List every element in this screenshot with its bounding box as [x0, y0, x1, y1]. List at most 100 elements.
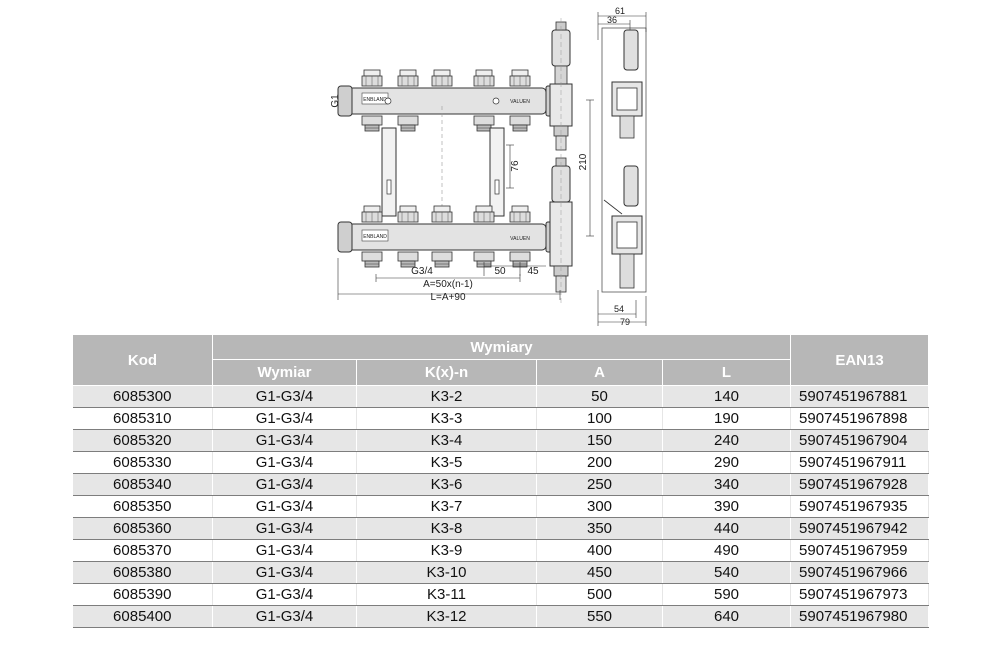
cell-ean: 5907451967881: [790, 385, 930, 408]
lower-manifold-bar: ENBLAND VALUEN: [337, 205, 557, 268]
mounting-brackets: [381, 106, 505, 222]
table-row: 6085310 G1-G3/4 K3-3 100 190 59074519678…: [72, 407, 930, 430]
cell-kxn: K3-5: [356, 451, 537, 474]
cell-kxn: K3-12: [356, 605, 537, 628]
dim-label-76: 76: [510, 160, 521, 172]
cell-kod: 6085390: [72, 583, 213, 606]
cell-kod: 6085310: [72, 407, 213, 430]
table-row: 6085350 G1-G3/4 K3-7 300 390 59074519679…: [72, 495, 930, 518]
dim-label-g1: G1: [330, 94, 341, 108]
cell-a: 250: [536, 473, 663, 496]
cell-wymiar: G1-G3/4: [212, 473, 357, 496]
cell-ean: 5907451967935: [790, 495, 930, 518]
brand-mark: ENBLAND: [363, 97, 387, 103]
cell-ean: 5907451967966: [790, 561, 930, 584]
cell-l: 540: [662, 561, 792, 584]
table-row: 6085340 G1-G3/4 K3-6 250 340 59074519679…: [72, 473, 930, 496]
cell-wymiar: G1-G3/4: [212, 605, 357, 628]
cell-kxn: K3-2: [356, 385, 537, 408]
cell-l: 390: [662, 495, 792, 518]
cell-kxn: K3-3: [356, 407, 537, 430]
cell-kod: 6085320: [72, 429, 213, 452]
cell-kod: 6085330: [72, 451, 213, 474]
cell-ean: 5907451967959: [790, 539, 930, 562]
cell-ean: 5907451967980: [790, 605, 930, 628]
dim-label-61: 61: [615, 6, 625, 16]
dim-label-36: 36: [607, 15, 617, 25]
cell-kxn: K3-10: [356, 561, 537, 584]
cell-l: 440: [662, 517, 792, 540]
cell-l: 290: [662, 451, 792, 474]
table-row: 6085390 G1-G3/4 K3-11 500 590 5907451967…: [72, 583, 930, 606]
specification-table: Kod Wymiary EAN13 Wymiar K(x)-n A L 6085…: [72, 334, 930, 628]
dim-label-50: 50: [494, 266, 506, 277]
cell-a: 150: [536, 429, 663, 452]
cell-a: 200: [536, 451, 663, 474]
vertical-header-front: [549, 18, 573, 305]
dim-label-g34: G3/4: [411, 266, 433, 277]
cell-l: 140: [662, 385, 792, 408]
cell-a: 100: [536, 407, 663, 430]
header-kod: Kod: [72, 334, 213, 386]
header-a: A: [536, 359, 663, 386]
table-row: 6085330 G1-G3/4 K3-5 200 290 59074519679…: [72, 451, 930, 474]
upper-manifold-bar: ENBLAND VALUEN: [337, 69, 557, 132]
cell-a: 500: [536, 583, 663, 606]
header-kxn: K(x)-n: [356, 359, 537, 386]
header-ean13: EAN13: [790, 334, 930, 386]
cell-a: 350: [536, 517, 663, 540]
cell-ean: 5907451967928: [790, 473, 930, 496]
cell-l: 590: [662, 583, 792, 606]
cell-wymiar: G1-G3/4: [212, 517, 357, 540]
cell-a: 300: [536, 495, 663, 518]
cell-wymiar: G1-G3/4: [212, 451, 357, 474]
brand-mark: ENBLAND: [363, 234, 387, 240]
cell-kxn: K3-7: [356, 495, 537, 518]
cell-ean: 5907451967973: [790, 583, 930, 606]
cell-kod: 6085380: [72, 561, 213, 584]
dim-formula-a: A=50x(n-1): [423, 279, 473, 290]
dim-label-79: 79: [620, 317, 630, 327]
cell-kxn: K3-9: [356, 539, 537, 562]
cell-kod: 6085360: [72, 517, 213, 540]
cell-ean: 5907451967904: [790, 429, 930, 452]
cell-l: 240: [662, 429, 792, 452]
header-l: L: [661, 359, 792, 386]
table-row: 6085300 G1-G3/4 K3-2 50 140 590745196788…: [72, 385, 930, 408]
cell-kod: 6085370: [72, 539, 213, 562]
side-view: [601, 27, 647, 293]
dimension-lines: [337, 12, 647, 326]
cell-l: 490: [662, 539, 792, 562]
cell-a: 550: [536, 605, 663, 628]
cell-a: 400: [536, 539, 663, 562]
table-row: 6085370 G1-G3/4 K3-9 400 490 59074519679…: [72, 539, 930, 562]
dim-label-54: 54: [614, 304, 624, 314]
brand-mark: VALUEN: [510, 236, 530, 242]
table-row: 6085400 G1-G3/4 K3-12 550 640 5907451967…: [72, 605, 930, 628]
cell-kod: 6085400: [72, 605, 213, 628]
dim-formula-l: L=A+90: [430, 292, 465, 303]
cell-wymiar: G1-G3/4: [212, 495, 357, 518]
cell-kod: 6085300: [72, 385, 213, 408]
cell-kxn: K3-11: [356, 583, 537, 606]
cell-wymiar: G1-G3/4: [212, 561, 357, 584]
cell-kod: 6085340: [72, 473, 213, 496]
cell-wymiar: G1-G3/4: [212, 429, 357, 452]
cell-kxn: K3-4: [356, 429, 537, 452]
brand-mark: VALUEN: [510, 99, 530, 105]
header-wymiary: Wymiary: [211, 334, 792, 360]
cell-wymiar: G1-G3/4: [212, 539, 357, 562]
cell-kxn: K3-8: [356, 517, 537, 540]
cell-wymiar: G1-G3/4: [212, 583, 357, 606]
cell-wymiar: G1-G3/4: [212, 407, 357, 430]
table-row: 6085360 G1-G3/4 K3-8 350 440 59074519679…: [72, 517, 930, 540]
cell-kxn: K3-6: [356, 473, 537, 496]
header-wymiar: Wymiar: [212, 359, 357, 386]
table-row: 6085380 G1-G3/4 K3-10 450 540 5907451967…: [72, 561, 930, 584]
cell-a: 50: [536, 385, 663, 408]
manifold-technical-drawing: ENBLAND VALUEN ENBLAND VALUEN: [330, 6, 647, 327]
table-row: 6085320 G1-G3/4 K3-4 150 240 59074519679…: [72, 429, 930, 452]
cell-wymiar: G1-G3/4: [212, 385, 357, 408]
cell-a: 450: [536, 561, 663, 584]
cell-ean: 5907451967911: [790, 451, 930, 474]
